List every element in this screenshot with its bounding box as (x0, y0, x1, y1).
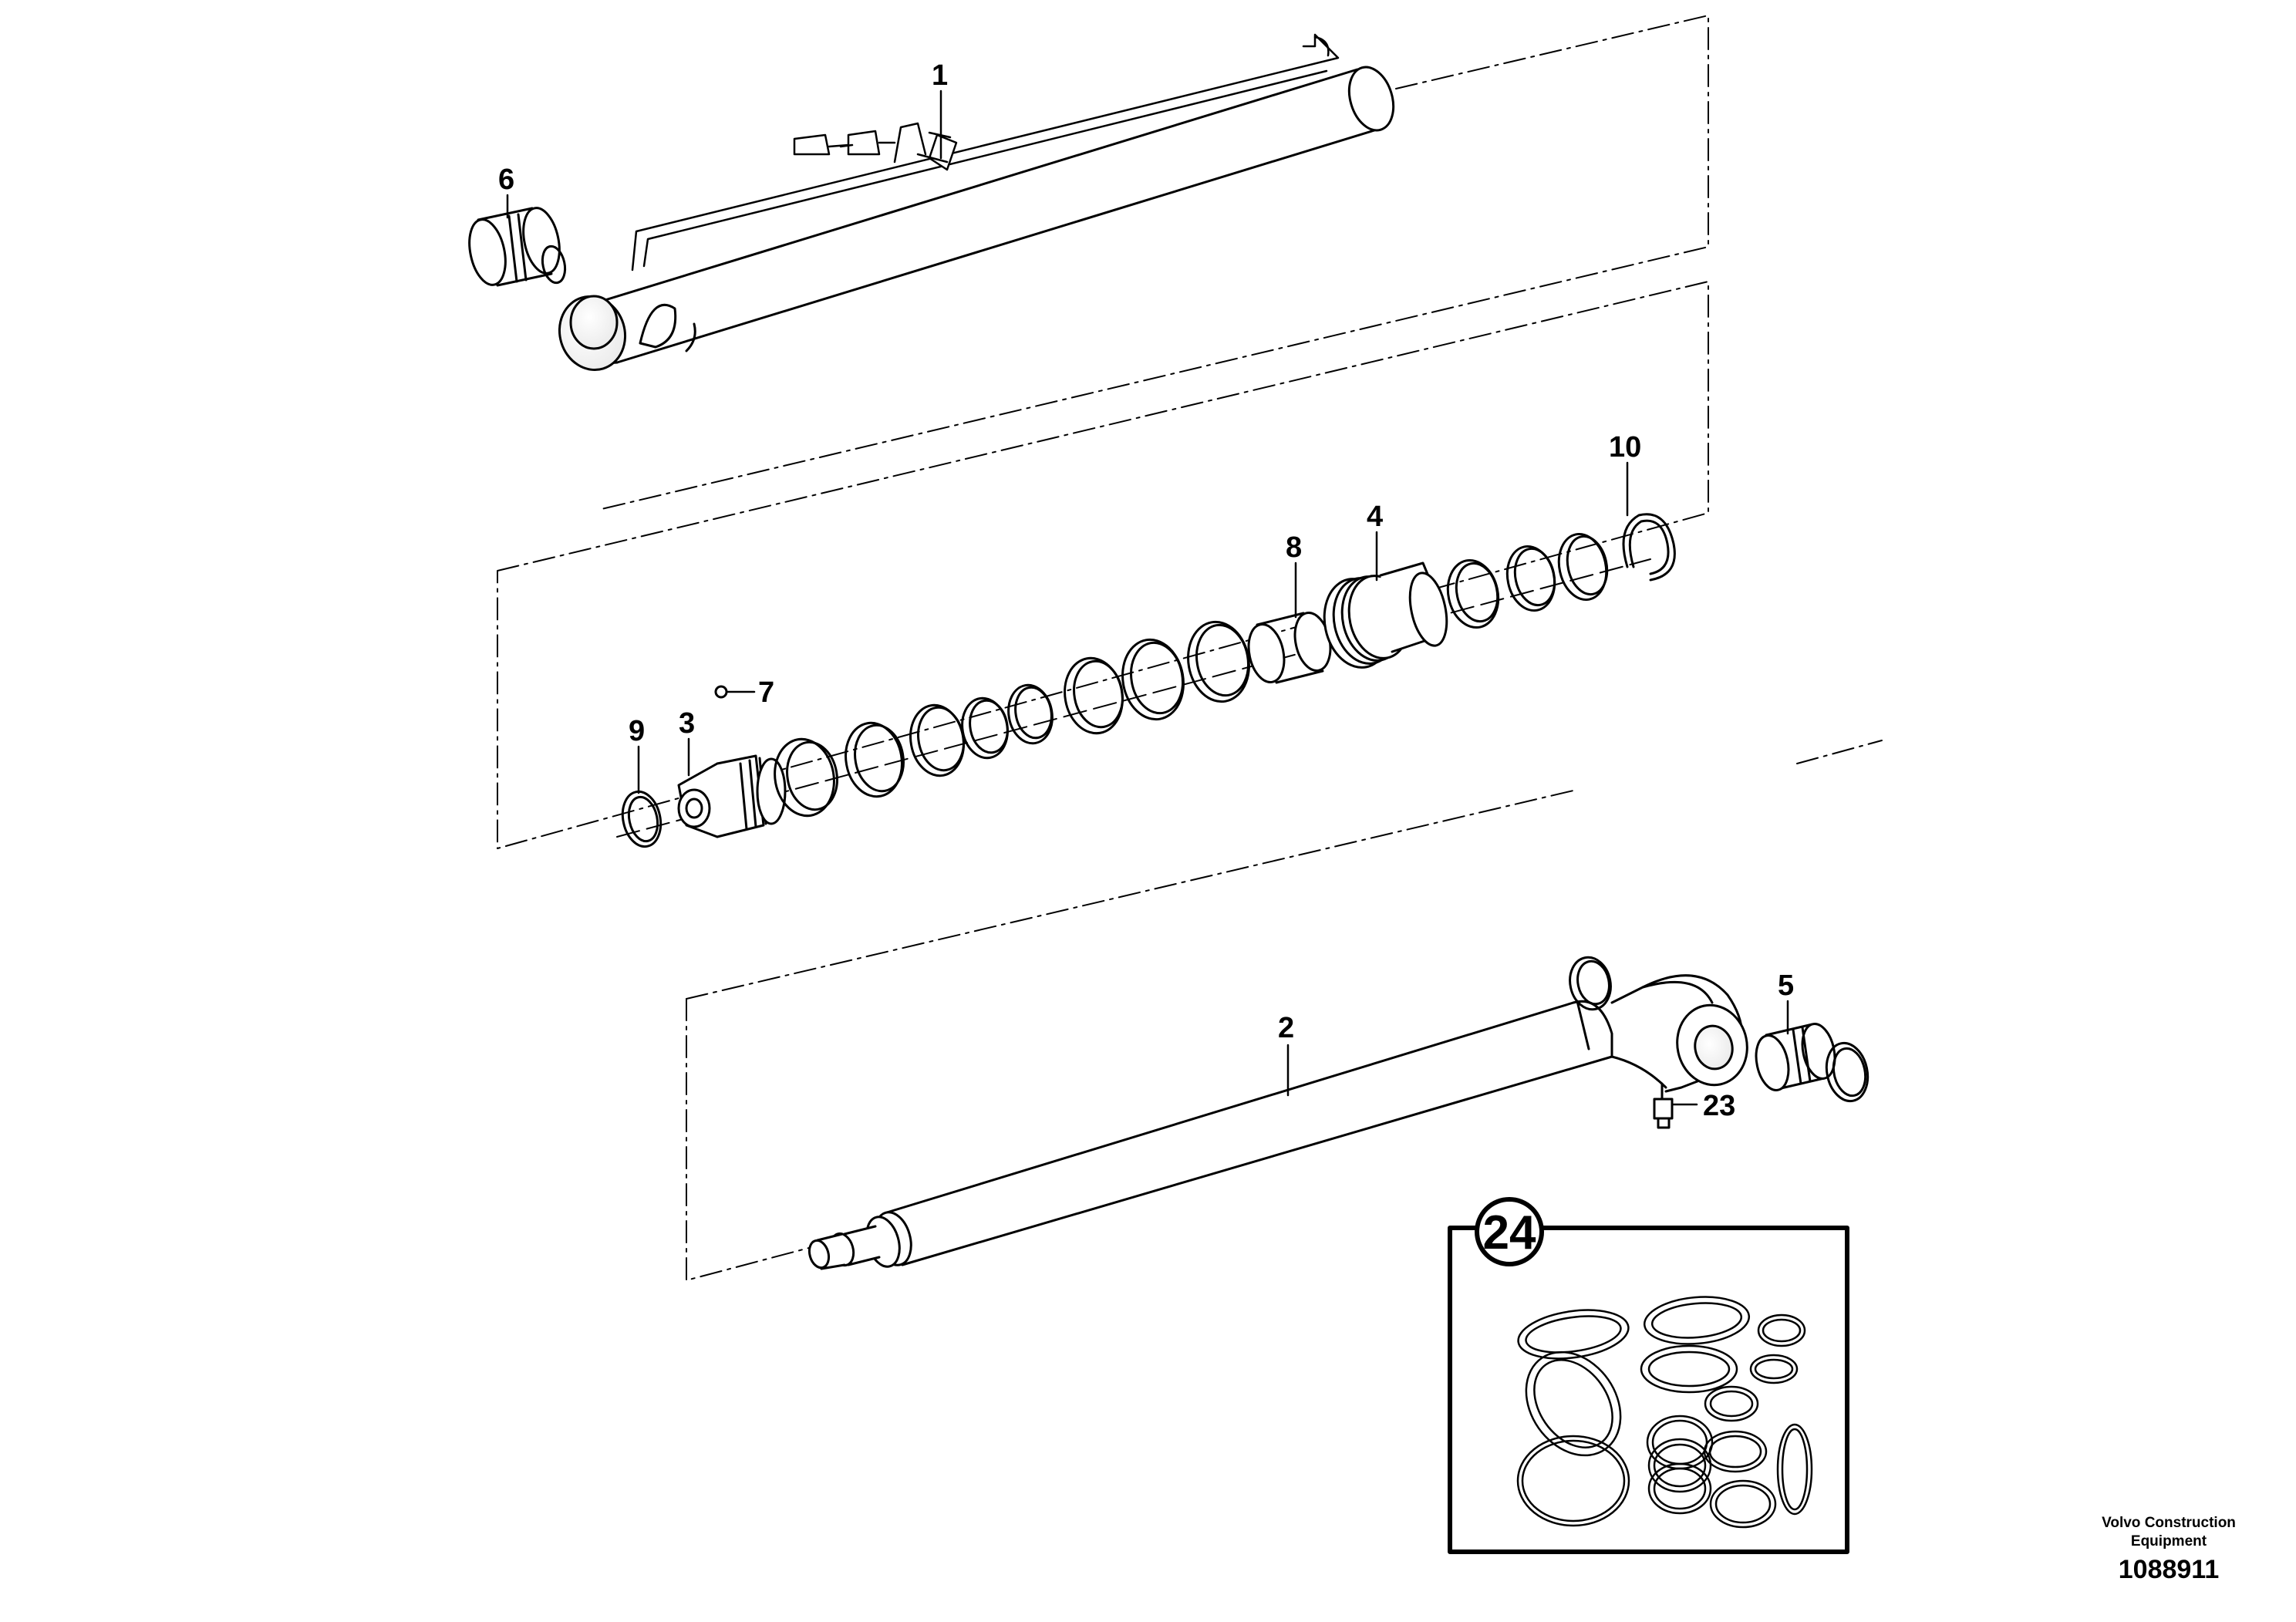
piston-nut (677, 754, 787, 838)
callout-7: 7 (758, 676, 774, 709)
frame-top (601, 15, 1709, 510)
callout-24: 24 (1483, 1206, 1536, 1259)
callout-2: 2 (1278, 1012, 1294, 1044)
callout-10: 10 (1609, 431, 1641, 464)
leader-lines (506, 89, 1789, 1106)
kit-badge-circle (1475, 1197, 1544, 1266)
seal-kit-rings (1516, 1296, 1813, 1529)
callout-8: 8 (1286, 531, 1302, 564)
seal-rings (774, 620, 1250, 818)
callout-4: 4 (1367, 501, 1383, 533)
bushing-rod-eye (1755, 1023, 1836, 1091)
hydraulic-pipe (631, 33, 1340, 271)
callout-1: 1 (932, 59, 948, 92)
snap-ring-top (541, 244, 567, 285)
piston (1323, 561, 1448, 669)
seal-kit-box (1448, 1226, 1849, 1554)
guide-bushing (1247, 612, 1332, 684)
rod-eye-seal (1569, 956, 1612, 1011)
frame-bottom (686, 740, 1883, 1281)
credit-line-2: Equipment (2131, 1533, 2207, 1549)
assembly-axis (616, 558, 1651, 838)
credit-line-1: Volvo Construction (2102, 1515, 2236, 1531)
frame-middle (497, 281, 1709, 849)
callout-9: 9 (629, 715, 645, 747)
grease-nipple (1653, 1082, 1674, 1129)
callout-6: 6 (498, 164, 514, 196)
snap-ring-10 (1622, 513, 1676, 582)
document-number: 1088911 (2119, 1555, 2220, 1584)
piston-rod (807, 1000, 1613, 1270)
callout-23: 23 (1703, 1090, 1735, 1122)
callout-5: 5 (1778, 969, 1794, 1002)
set-screw (714, 685, 728, 699)
snap-ring-rod-eye (1825, 1041, 1870, 1103)
seal-rings-right (1446, 532, 1609, 629)
cylinder-barrel (558, 66, 1395, 372)
rod-eye (1610, 974, 1748, 1093)
callout-3: 3 (679, 707, 695, 740)
bushing-top (468, 207, 561, 287)
retaining-ring (621, 790, 663, 848)
